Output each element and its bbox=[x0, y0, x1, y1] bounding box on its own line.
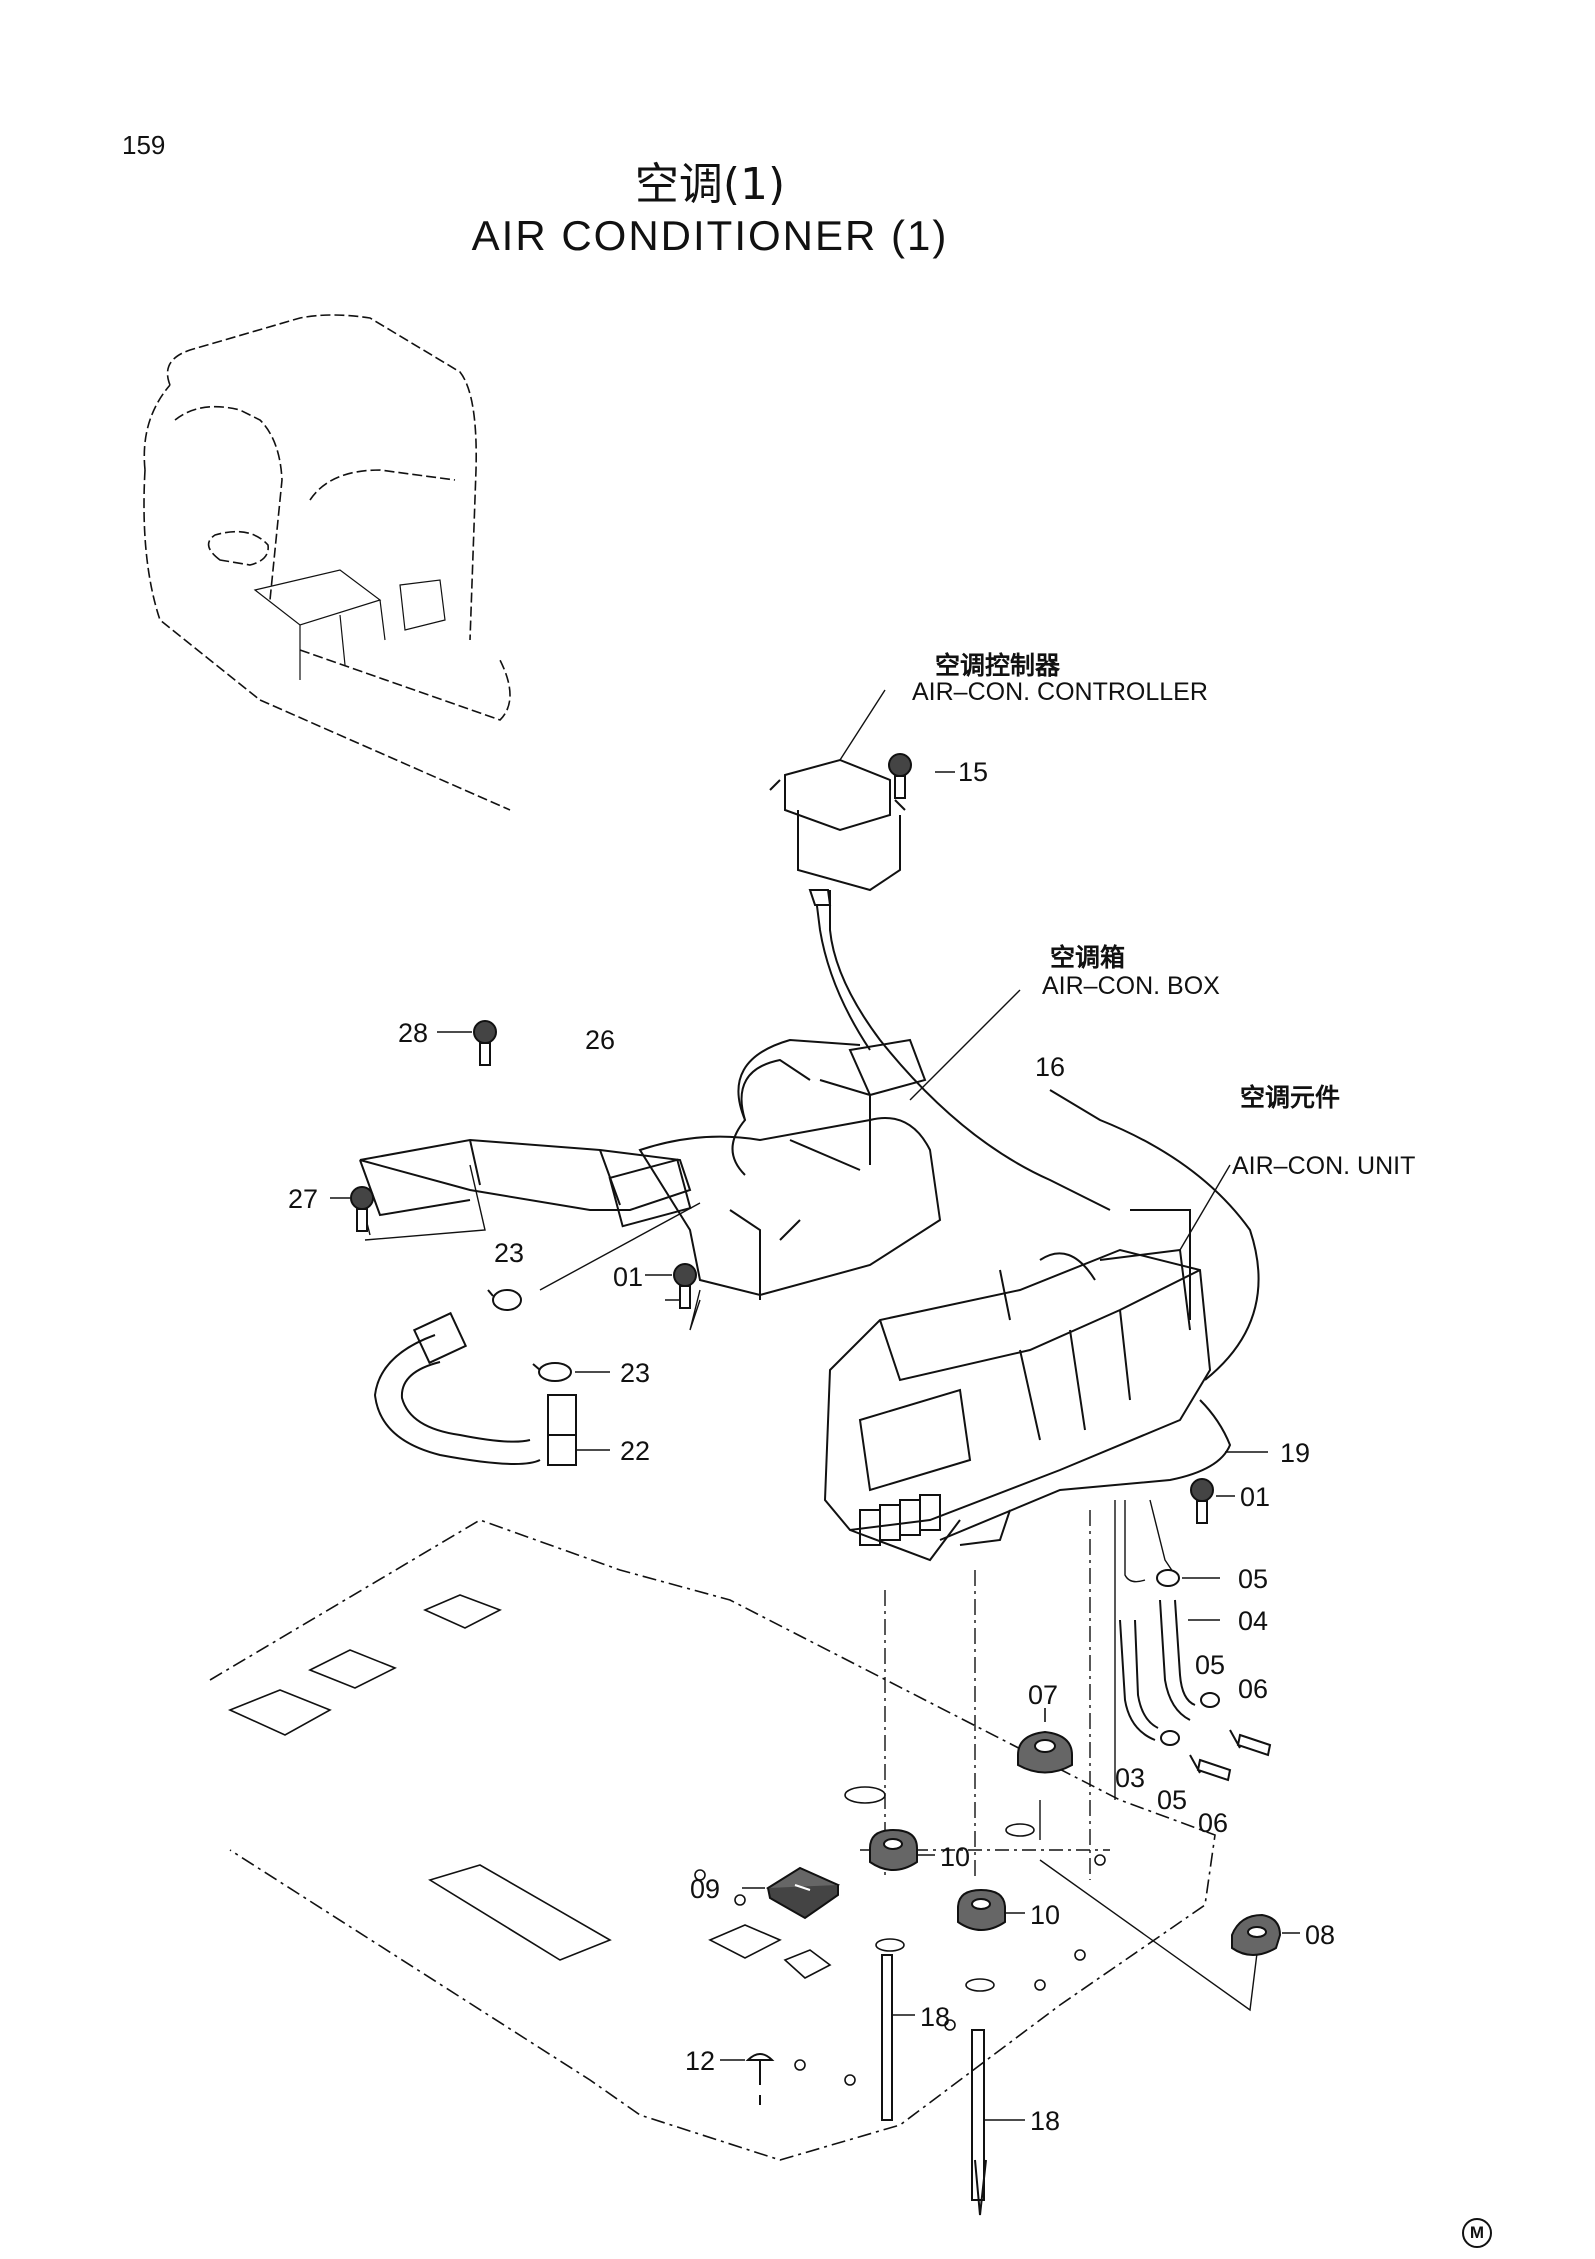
bolt-15 bbox=[888, 753, 912, 799]
part-number-22: 22 bbox=[620, 1436, 651, 1466]
part-number-18-lower: 18 bbox=[1030, 2106, 1061, 2136]
part-number-23-upper: 23 bbox=[494, 1238, 525, 1268]
controller-callout-line bbox=[839, 689, 886, 761]
part-number-16: 16 bbox=[1035, 1052, 1066, 1082]
pad-09 bbox=[766, 1866, 841, 1920]
bolt-27 bbox=[350, 1186, 374, 1232]
part-number-09: 09 bbox=[690, 1874, 721, 1904]
unit-label-cn: 空调元件 bbox=[1240, 1083, 1341, 1112]
hose-03 bbox=[1119, 1619, 1156, 1741]
air-con-controller bbox=[769, 758, 906, 892]
floor-cutouts bbox=[227, 1594, 1106, 2086]
bolt-28 bbox=[473, 1020, 497, 1066]
part-number-01-left: 01 bbox=[613, 1262, 644, 1292]
controller-label-en: AIR–CON. CONTROLLER bbox=[912, 678, 1208, 706]
part-number-08: 08 bbox=[1305, 1920, 1336, 1950]
box-label-cn: 空调箱 bbox=[1050, 943, 1126, 972]
box-label-en: AIR–CON. BOX bbox=[1042, 972, 1220, 1000]
part-number-05-bottom: 05 bbox=[1157, 1785, 1188, 1815]
mount-08 bbox=[1231, 1913, 1282, 1956]
controller-harness bbox=[829, 890, 1111, 1211]
controller-label-cn: 空调控制器 bbox=[935, 651, 1061, 680]
mount-07 bbox=[1017, 1730, 1073, 1774]
part-number-03: 03 bbox=[1115, 1763, 1146, 1793]
part-number-23-lower: 23 bbox=[620, 1358, 651, 1388]
rod-18a bbox=[881, 1954, 893, 2121]
drain-hose bbox=[373, 1311, 577, 1466]
page-number: 159 bbox=[122, 130, 166, 160]
rod-18b bbox=[971, 2029, 985, 2201]
manufacturer-mark: M bbox=[1462, 2218, 1492, 2248]
floor-plate bbox=[209, 1519, 1216, 2161]
part-number-18-upper: 18 bbox=[920, 2002, 951, 2032]
air-con-box bbox=[638, 1038, 942, 1300]
part-number-26: 26 bbox=[585, 1025, 616, 1055]
part-number-07: 07 bbox=[1028, 1680, 1059, 1710]
mount-10a bbox=[869, 1828, 918, 1871]
clamp-05 bbox=[1156, 1569, 1220, 1746]
unit-label-en: AIR–CON. UNIT bbox=[1232, 1152, 1416, 1180]
part-number-10-left: 10 bbox=[940, 1842, 971, 1872]
unit-hose-19 bbox=[939, 1399, 1232, 1541]
air-duct bbox=[359, 1138, 692, 1228]
bolt-01a bbox=[673, 1263, 697, 1309]
cab-seat-detail bbox=[253, 569, 446, 680]
mount-10b bbox=[957, 1888, 1006, 1931]
part-number-05-middle: 05 bbox=[1195, 1650, 1226, 1680]
cab-overview bbox=[143, 314, 511, 811]
part-number-10-right: 10 bbox=[1030, 1900, 1061, 1930]
part-number-28: 28 bbox=[398, 1018, 429, 1048]
part-number-12: 12 bbox=[685, 2046, 716, 2076]
part-number-19: 19 bbox=[1280, 1438, 1311, 1468]
clamp-23b bbox=[532, 1362, 572, 1382]
title-chinese: 空调(1) bbox=[634, 159, 786, 210]
part-number-27: 27 bbox=[288, 1184, 319, 1214]
unit-callout-line bbox=[1179, 1164, 1231, 1251]
clamp-23a bbox=[487, 1289, 522, 1311]
part-number-05-top: 05 bbox=[1238, 1564, 1269, 1594]
part-number-01-right: 01 bbox=[1240, 1482, 1271, 1512]
part-number-06-bottom: 06 bbox=[1198, 1808, 1229, 1838]
part-number-04: 04 bbox=[1238, 1606, 1269, 1636]
title-english: AIR CONDITIONER (1) bbox=[471, 212, 949, 259]
box-callout-line bbox=[909, 989, 1021, 1101]
part-number-15: 15 bbox=[958, 757, 989, 787]
part-number-06-top: 06 bbox=[1238, 1674, 1269, 1704]
bolt-01b bbox=[1190, 1478, 1214, 1524]
hose-04 bbox=[1159, 1599, 1191, 1721]
